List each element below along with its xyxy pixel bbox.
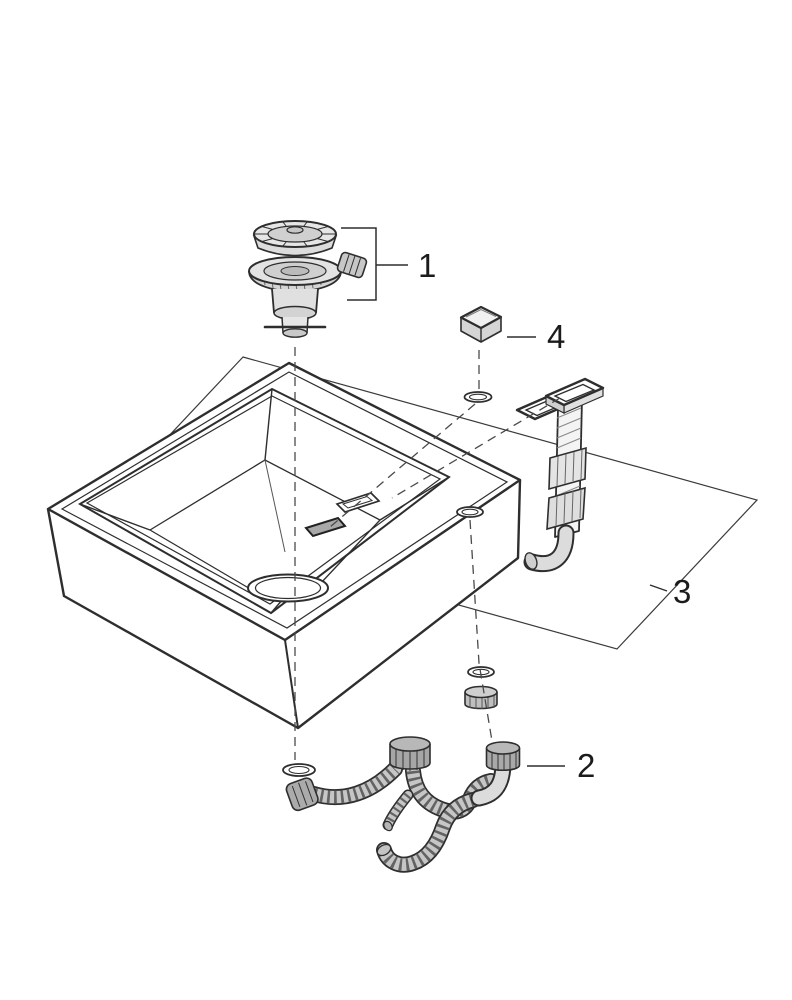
trap-left-flange-ribs — [291, 781, 314, 807]
overflow-drain-assembly — [515, 377, 605, 572]
trap-elbow-nut-ribs — [491, 751, 517, 771]
overflow-elbow-outlet — [524, 552, 538, 570]
cap-top — [459, 305, 503, 330]
callout-3-label: 3 — [673, 573, 691, 610]
overflow-nut-upper-ribs — [556, 449, 583, 487]
trap-seal-ring-inner — [288, 765, 310, 775]
trap-inlet-nut-ribs — [395, 747, 425, 771]
strainer-side-nut-ribs — [343, 254, 361, 276]
overflow-nut-lower-ribs — [555, 488, 582, 527]
callout-1-label: 1 — [418, 247, 436, 284]
callout-2-label: 2 — [577, 747, 595, 784]
strainer-knob — [286, 226, 304, 234]
cap-top-detail — [465, 308, 497, 318]
center-line-deck-to-trap — [469, 519, 493, 742]
locknut-top — [464, 685, 498, 699]
drain-slot-plate-inner — [341, 495, 374, 509]
basin-opening-inner — [85, 395, 442, 605]
strainer-side-nut — [336, 251, 368, 279]
gasket-ring-outer — [463, 391, 493, 403]
overflow-gasket-ring — [463, 391, 493, 403]
trap-barb-end — [383, 820, 393, 832]
gasket-ring-inner — [468, 393, 488, 401]
callout-1-bracket — [341, 227, 377, 301]
sink-basin — [46, 361, 522, 730]
trap-left-flange-body — [285, 777, 319, 812]
trap-loop-hose-ribs — [377, 793, 475, 871]
trap-loop-hose-end — [376, 843, 392, 857]
sink-front-corner-edge — [284, 639, 299, 729]
callout-2: 2 — [527, 747, 595, 784]
strainer-body-sides — [271, 288, 319, 314]
deck-hole-outer — [456, 506, 484, 518]
strainer-crown-slots — [254, 221, 336, 247]
assembly-center-lines — [294, 347, 561, 760]
center-line-overflow-to-sink — [391, 397, 561, 499]
drain-recess-inner — [254, 576, 322, 600]
callout-4: 4 — [507, 318, 565, 355]
trap-hose-left-ribs — [312, 764, 400, 804]
basin-wall-edges — [79, 388, 450, 614]
trap-left-flange-nut — [285, 777, 319, 812]
center-line-cap-to-sink — [329, 403, 476, 528]
overflow-cover-cap — [459, 305, 503, 343]
overflow-flange-inner — [553, 383, 596, 403]
drain-recess-outer — [247, 573, 329, 603]
basin-slope-line — [264, 459, 286, 553]
callout-1: 1 — [341, 227, 436, 301]
overflow-elbow-fill — [525, 526, 573, 570]
callout-3-leader — [649, 584, 668, 592]
trap-inlet-nut-top — [389, 736, 431, 752]
siphon-trap-assembly — [282, 736, 521, 873]
deck-hole-inner — [461, 508, 479, 516]
strainer-flange-center — [280, 266, 310, 276]
callout-4-label: 4 — [547, 318, 565, 355]
basket-strainer-assembly — [248, 220, 368, 338]
sink-rim-inner-line — [60, 371, 509, 629]
strainer-tail-sides — [281, 316, 309, 334]
trap-seal-ring-outer — [282, 763, 316, 777]
locknut-ribs — [469, 694, 495, 709]
strainer-tail-bottom — [282, 328, 308, 338]
trap-elbow-nut-top — [485, 741, 521, 755]
callout-3: 3 — [649, 573, 691, 610]
